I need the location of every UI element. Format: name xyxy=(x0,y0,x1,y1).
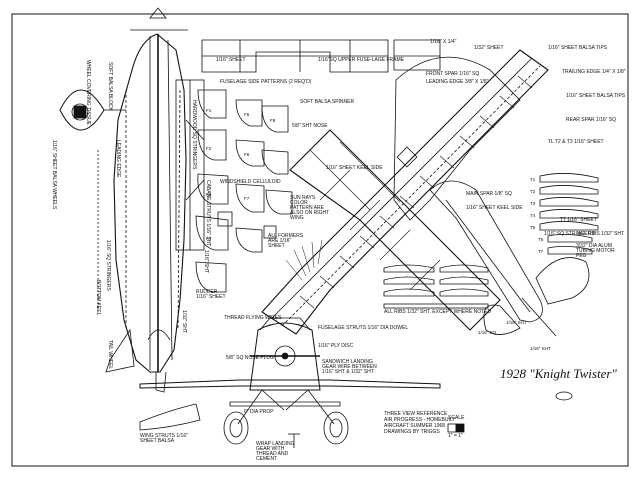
label-nose-plug: 5/8" SQ NOSE PLUG xyxy=(226,355,274,361)
former-number: F8 xyxy=(270,118,276,123)
label-fuselage-struts: FUSELAGE STRUTS 1/16" DIA DOWEL xyxy=(318,325,409,331)
top-view-wing xyxy=(261,49,590,337)
fuselage-former-patterns xyxy=(195,89,293,293)
label-leading-edge: LEADING EDGE 3/8" X 1/8" xyxy=(426,79,489,85)
plan-title: 1928 "Knight Twister" xyxy=(500,366,617,381)
rib-number: T4 xyxy=(530,213,536,218)
scale-bar xyxy=(447,423,465,433)
label-balsa-tips: 1/16" SHEET BALSA TIPS xyxy=(548,45,608,51)
label-trailing-edge: TRAILING EDGE 1/4" X 1/8" xyxy=(562,69,626,75)
label-threaded-wires: THREAD FLYING WIRES xyxy=(224,315,282,321)
wing-strut-pattern xyxy=(139,403,201,431)
label-wheels: 1/16" SHEET BALSA WHEELS xyxy=(51,140,57,210)
rib-templates xyxy=(539,173,599,255)
label-sheet-1-16: 1/16" SHEET xyxy=(216,57,246,63)
credit-line-1: THREE VIEW REFERENCE xyxy=(384,411,448,417)
label-rear-spar: REAR SPAR 1/16" SQ xyxy=(566,117,617,123)
rib-number: T5 xyxy=(530,225,536,230)
label-all-ribs-note: ALL RIBS 1/32" SHT. EXCEPT WHERE NOTED xyxy=(384,309,492,315)
credit-line-3: AIRCRAFT SUMMER 1968 xyxy=(384,423,446,429)
label-sht-32: 1/32" SHT xyxy=(181,310,187,333)
label-soft-balsa-block: SOFT BALSA BLOCK xyxy=(107,62,113,111)
label-keel-side-2: 1/16" SHEET KEEL SIDE xyxy=(466,205,523,211)
label-ply-disc: 1/16" PLY DISC xyxy=(318,343,354,349)
wing-rib-patterns xyxy=(383,264,489,309)
label-spinner: SOFT BALSA SPINNER xyxy=(300,99,355,105)
sheet-border xyxy=(11,13,629,467)
former-number: F3 xyxy=(206,192,212,197)
label-stringers: 1/16" SQ STRINGERS xyxy=(544,231,595,237)
draftsman-emblem xyxy=(555,391,573,401)
front-view-aircraft xyxy=(139,317,441,445)
label-fuselage-side-patterns: FUSELAGE SIDE PATTERNS (2 REQ'D) xyxy=(220,79,312,85)
former-number: F1 xyxy=(206,108,212,113)
label-wing-struts: WING STRUTS 1/16" SHEET BALSA xyxy=(140,433,188,444)
label-windshield: WINDSHIELD CELLULOID xyxy=(220,179,281,185)
label-sht-16: 1/16" SHT xyxy=(203,250,209,273)
label-formers: ALL FORMERS ARE 1/16" SHEET xyxy=(268,233,304,249)
scale-value: 1" = 1" xyxy=(448,433,463,439)
label-keel-side: 1/16" SHEET KEEL SIDE xyxy=(326,165,383,171)
former-number: F7 xyxy=(244,196,250,201)
rib-number: T3 xyxy=(530,201,536,206)
scale-label: SCALE xyxy=(448,415,465,421)
label-hardwood: HARDWOOD SQ STRINGERS xyxy=(191,100,197,170)
former-number: F4 xyxy=(206,236,212,241)
credit-line-4: DRAWINGS BY TRIGGS xyxy=(384,429,440,435)
rib-number: T6 xyxy=(538,237,544,242)
former-number: F6 xyxy=(244,152,250,157)
landing-gear-detail xyxy=(288,433,300,448)
label-leading-edge-v: LEADING EDGE xyxy=(115,140,121,178)
label-all-ribs-t: ALL RIBS 1/32" SHT xyxy=(578,231,625,237)
label-rudder: RUDDER 1/16" SHEET xyxy=(196,289,226,300)
label-sheet-32: 1/32" SHEET xyxy=(474,45,504,51)
former-number: F2 xyxy=(206,146,212,151)
label-prop: 6" DIA PROP xyxy=(244,409,274,415)
label-nose: 5/8" SHT NOSE xyxy=(292,123,328,129)
former-number: F5 xyxy=(244,112,250,117)
label-wheel-covering: WHEEL COVERING TISSUE xyxy=(85,60,91,126)
label-stringers-2: 1/16" SQ STRINGERS xyxy=(105,240,111,291)
label-wrap-gear: WRAP LANDING GEAR WITH THREAD AND CEMENT xyxy=(256,441,295,462)
label-balsa-tips-2: 1/16" SHEET BALSA TIPS xyxy=(566,93,626,99)
label-le-size: 1/16" X 1/4" xyxy=(430,39,457,45)
rib-number: T2 xyxy=(530,189,536,194)
label-t7: T7 1/16" SHEET xyxy=(560,217,597,223)
label-sandwich-gear: SANDWICH LANDING GEAR WIRE BETWEEN 1/16"… xyxy=(322,359,377,375)
label-tl-ribs: TL T2 & T3 1/16" SHEET xyxy=(548,139,604,145)
rib-number: T1 xyxy=(530,177,536,182)
label-tail-wheel: TAIL WHEEL xyxy=(107,340,113,370)
label-upper-fuselage-frame: 1/16"SQ UPPER FUSE-LAGE FRAME xyxy=(318,57,404,63)
label-alum-tubing: 3/32" DIA ALUM TUBING MOTOR PEG xyxy=(576,243,615,259)
label-bottom-keel: BOTTOM KEEL xyxy=(95,280,101,316)
upper-fuselage-frame xyxy=(201,39,441,73)
label-sun-rays: SUN RAYS COLOR PATTERN ARE ALSO ON RIGHT… xyxy=(290,195,330,221)
label-main-spar: MAIN SPAR 1/8" SQ xyxy=(466,191,512,197)
label-stab: 1/16" SHT xyxy=(530,346,551,351)
credit-line-2: AIR PROGRESS - HOMEBUILT xyxy=(384,417,456,423)
rib-number: T7 xyxy=(538,249,544,254)
side-view-fuselage xyxy=(59,7,205,393)
label-sht-16b: 1/16" SHT xyxy=(506,320,527,325)
label-sq-nose: 1/16" SQ xyxy=(478,330,497,335)
label-front-spar: FRONT SPAR 1/16" SQ xyxy=(426,71,480,77)
